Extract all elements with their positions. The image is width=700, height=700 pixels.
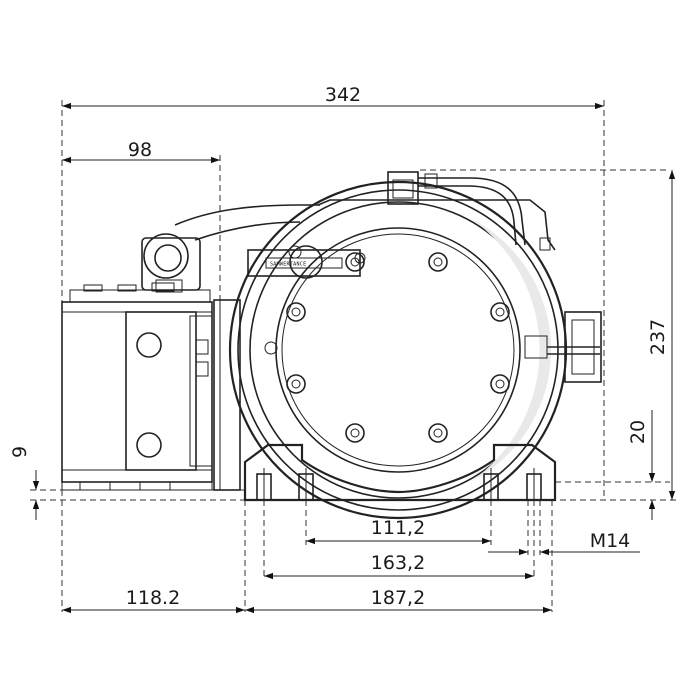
nameplate-text: SAMWERTANCE: [270, 262, 306, 268]
nameplate: SAMWERTANCE: [247, 249, 361, 277]
motor-block: [61, 282, 213, 491]
dim-foot-height: 9: [9, 446, 31, 458]
top-hose: [387, 171, 526, 246]
base-feet: [243, 443, 557, 502]
right-fitting: [524, 311, 602, 383]
dim-bolt-spacing-mid: 163,2: [371, 552, 425, 574]
dimension-lines: [32, 102, 676, 614]
dim-overall-height: 237: [647, 319, 669, 355]
gearbox-housing: [228, 180, 568, 520]
dim-thread-size: M14: [590, 530, 631, 552]
coupling-plate: [213, 299, 241, 491]
dim-bolt-spacing-outer: 187,2: [371, 587, 425, 609]
dim-motor-width: 98: [128, 139, 152, 161]
dim-base-height: 20: [627, 420, 649, 444]
foot-bolts: [256, 468, 542, 501]
dim-overall-width: 342: [325, 84, 361, 106]
dim-bolt-spacing-inner: 111,2: [371, 517, 425, 539]
dim-offset-left: 118.2: [126, 587, 180, 609]
dimension-labels: 342 98 237 20 9 111,2 163,2 187,2 118.2 …: [9, 84, 669, 609]
extension-lines: [30, 100, 680, 612]
housing-bolts: [286, 252, 510, 443]
